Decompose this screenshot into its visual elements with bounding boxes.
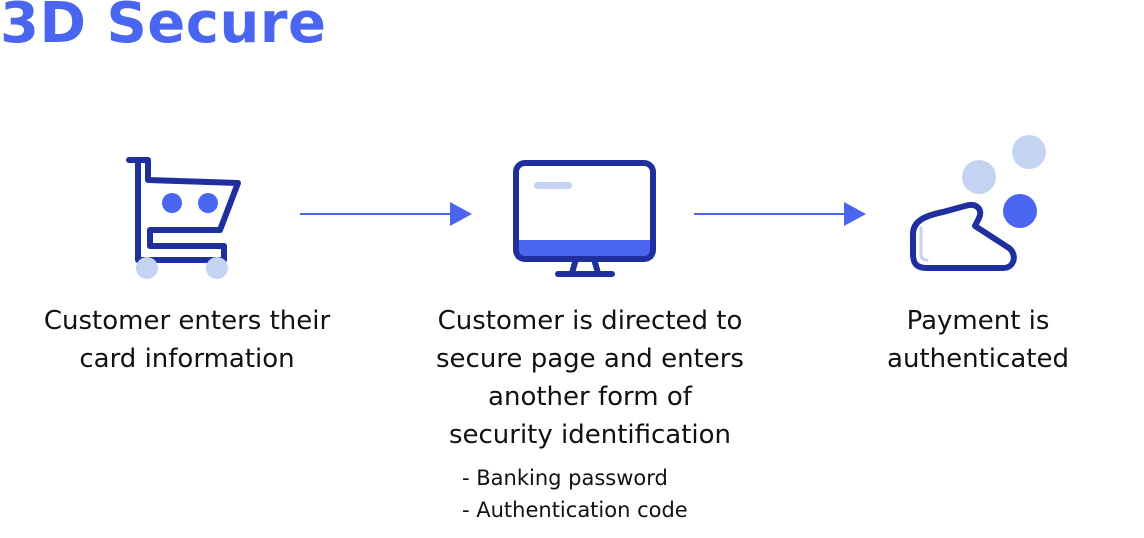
- step-2-bullet-list: - Banking password - Authentication code: [462, 462, 688, 526]
- step-1-line-1: Customer enters their: [43, 306, 331, 336]
- step-2-line-4: security identification: [448, 420, 732, 450]
- computer-monitor-icon: [513, 160, 656, 277]
- step-2-line-2: secure page and enters: [436, 344, 744, 374]
- step-1-caption: Customer enters their card information: [22, 302, 352, 378]
- arrow-right-icon: [300, 202, 472, 226]
- arrow-right-icon: [694, 202, 866, 226]
- bullet-banking-password: - Banking password: [462, 466, 668, 490]
- page-title: 3D Secure: [0, 0, 327, 56]
- shopping-cart-icon: [126, 157, 241, 279]
- hand-with-coins-icon: [910, 135, 1046, 271]
- step-1-line-2: card information: [79, 344, 295, 374]
- step-2-line-1: Customer is directed to: [437, 306, 743, 336]
- step-2-line-3: another form of: [488, 382, 692, 412]
- step-3-line-2: authenticated: [887, 344, 1069, 374]
- step-2-caption: Customer is directed to secure page and …: [405, 302, 775, 454]
- step-3-line-1: Payment is: [906, 306, 1050, 336]
- step-3-caption: Payment is authenticated: [860, 302, 1096, 378]
- bullet-authentication-code: - Authentication code: [462, 498, 688, 522]
